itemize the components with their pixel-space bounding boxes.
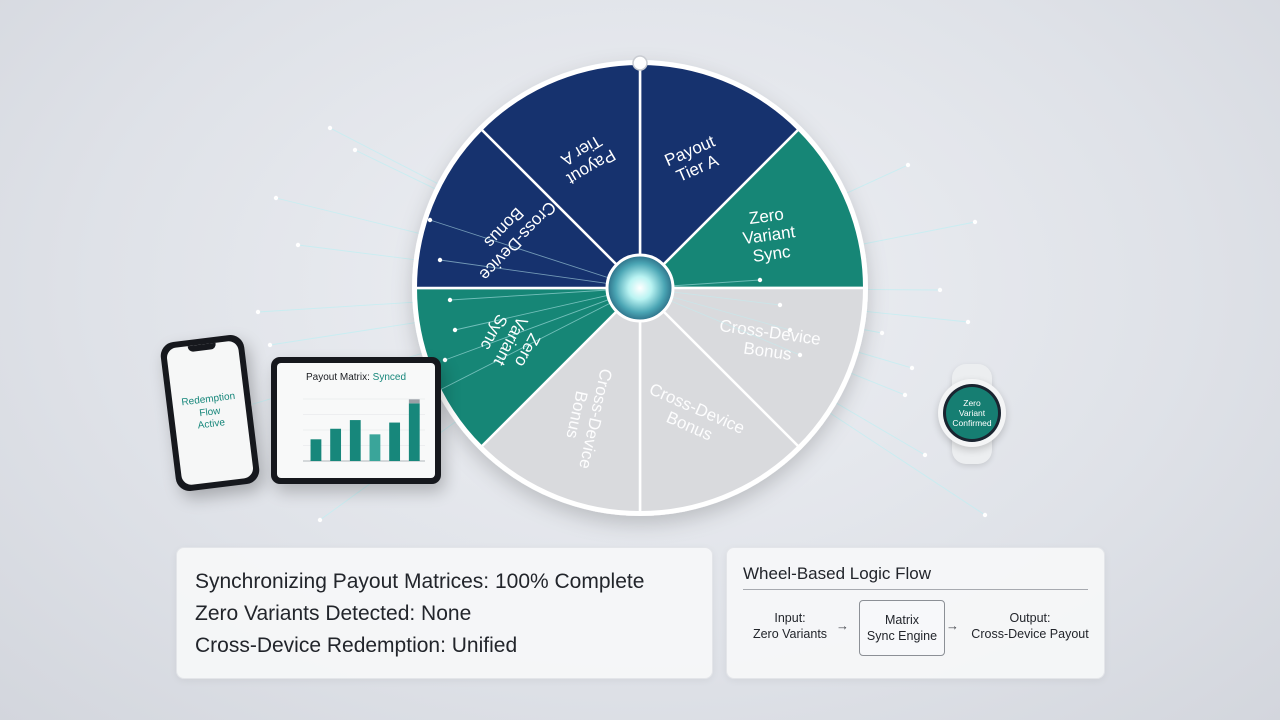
light-beam-dot	[965, 319, 971, 325]
light-beam-dot	[909, 365, 915, 371]
light-beam-dot	[972, 219, 978, 225]
light-beam-dot	[295, 242, 301, 248]
status-panel: Synchronizing Payout Matrices: 100% Comp…	[176, 547, 713, 679]
flow-arrow-1: →	[836, 618, 849, 633]
light-beam	[444, 287, 641, 361]
tablet-screen: Payout Matrix: Synced	[277, 363, 435, 478]
light-beam-dot	[427, 217, 433, 223]
light-beam-dot	[437, 257, 443, 263]
light-beam-dot	[777, 302, 783, 308]
light-beam-dot	[922, 452, 928, 458]
tablet-title-highlight: Synced	[372, 372, 407, 383]
wheel-pointer	[632, 55, 648, 71]
tablet-chart-bar	[310, 439, 322, 461]
tablet-title: Payout Matrix: Synced	[277, 372, 435, 383]
watch-face: Zero Variant Confirmed	[943, 384, 1001, 442]
light-beam-dot	[787, 327, 793, 333]
light-beam	[429, 219, 641, 289]
light-beam-dot	[255, 309, 261, 315]
flow-input-node: Input: Zero Variants	[752, 611, 828, 642]
light-beam-dot	[447, 297, 453, 303]
tablet-chart-bar	[369, 434, 381, 461]
tablet-title-prefix: Payout Matrix:	[305, 372, 373, 383]
tablet-chart-bar	[408, 403, 420, 461]
light-beam-dot	[327, 125, 333, 131]
light-beam-dot	[267, 342, 273, 348]
status-line-variants: Zero Variants Detected: None	[195, 602, 472, 625]
light-beam-dot	[317, 517, 323, 523]
logic-flow-title: Wheel-Based Logic Flow	[743, 564, 932, 583]
phone-device: Redemption Flow Active	[159, 333, 261, 493]
status-line-redemption: Cross-Device Redemption: Unified	[195, 634, 518, 657]
light-beam-dot	[982, 512, 988, 518]
light-beam-dot	[273, 195, 279, 201]
flow-output-node: Output: Cross-Device Payout	[971, 611, 1089, 642]
phone-screen: Redemption Flow Active	[165, 340, 255, 486]
tablet-device: Payout Matrix: Synced	[271, 357, 441, 484]
tablet-chart-bar	[349, 420, 361, 461]
light-beam	[429, 287, 641, 396]
light-beam-dot	[797, 352, 803, 358]
light-beam-dot	[937, 287, 943, 293]
light-beam-dot	[905, 162, 911, 168]
watch-screen-text: Zero Variant Confirmed	[952, 397, 992, 429]
tablet-chart-bar	[389, 422, 401, 461]
light-beam-dot	[902, 392, 908, 398]
logic-flow-panel: Wheel-Based Logic Flow Input: Zero Varia…	[726, 547, 1105, 679]
status-line-payout: Synchronizing Payout Matrices: 100% Comp…	[195, 570, 645, 593]
phone-screen-text: Redemption Flow Active	[180, 391, 236, 432]
wheel-hub	[605, 253, 675, 323]
flow-engine-node: Matrix Sync Engine	[866, 612, 938, 643]
light-beam-dot	[452, 327, 458, 333]
tablet-bar-chart	[303, 398, 425, 462]
flow-arrow-2: →	[946, 618, 959, 633]
light-beam-dot	[442, 357, 448, 363]
logic-flow-divider	[743, 589, 1088, 590]
tablet-chart-bar-cap	[408, 399, 420, 404]
tablet-chart-bar	[330, 428, 342, 461]
light-beam-dot	[757, 277, 763, 283]
flow-engine-box: Matrix Sync Engine	[859, 600, 945, 656]
light-beam-dot	[352, 147, 358, 153]
light-beam-dot	[879, 330, 885, 336]
